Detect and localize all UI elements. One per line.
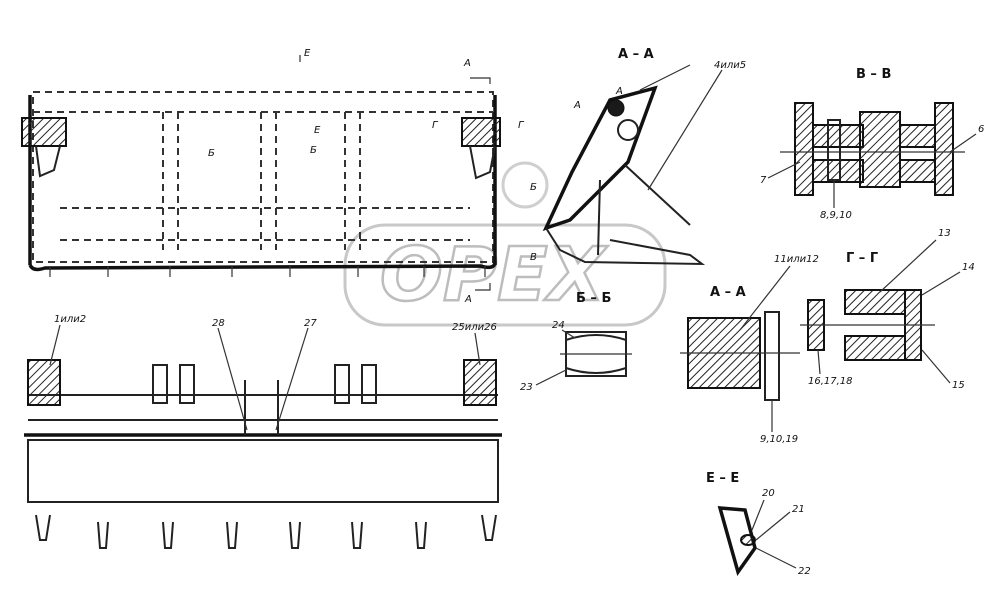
- callout-1or2: 1или2: [54, 314, 86, 325]
- callout-22: 22: [798, 566, 811, 577]
- callout-14: 14: [962, 262, 975, 273]
- callout-23: 23: [520, 382, 533, 393]
- section-aa-main: А – А 4или5 А А Б В: [530, 47, 746, 266]
- marker-b-mid: Б: [310, 145, 317, 156]
- section-bb: Б – Б 24 23: [520, 291, 632, 393]
- callout-24: 24: [552, 320, 565, 331]
- section-gg: Г – Г 13 14 15 16,17,18: [800, 228, 975, 391]
- section-aa-small-title: А – А: [710, 285, 746, 300]
- watermark: OPEX: [343, 161, 667, 327]
- section-vv: В – В 7 6 8,9,10: [760, 67, 984, 221]
- section-ee: Е – Е 20 21 22: [706, 471, 811, 577]
- section-aa-main-title: А – А: [618, 47, 654, 62]
- marker-a-bottom: А: [464, 294, 472, 305]
- callout-27: 27: [304, 318, 317, 329]
- callout-16-17-18: 16,17,18: [808, 376, 853, 387]
- section-aa-small: А – А 11или12 9,10,19: [680, 254, 819, 445]
- section-ee-title: Е – Е: [706, 471, 739, 486]
- callout-4or5: 4или5: [714, 60, 746, 71]
- section-vv-title: В – В: [856, 67, 891, 82]
- callout-15: 15: [952, 380, 965, 391]
- callout-7: 7: [760, 175, 767, 186]
- callout-9-10-19: 9,10,19: [760, 434, 798, 445]
- callout-13: 13: [938, 228, 951, 239]
- marker-v-detail: В: [530, 252, 537, 263]
- callout-25or26: 25или26: [452, 322, 497, 333]
- callout-20: 20: [762, 488, 775, 499]
- marker-g-left: Г: [432, 120, 439, 131]
- marker-b-detail: Б: [530, 182, 537, 193]
- section-gg-title: Г – Г: [846, 251, 878, 266]
- marker-a-detail1: А: [573, 100, 581, 111]
- marker-a-top: А: [463, 58, 471, 69]
- marker-b-left: Б: [208, 148, 215, 159]
- marker-a-detail2: А: [615, 86, 623, 97]
- marker-e-top: Е: [304, 48, 311, 59]
- callout-21: 21: [792, 504, 805, 515]
- bucket-front-view: Е А А Г Г Б Б Е: [21, 48, 525, 305]
- left-lug: [21, 117, 67, 147]
- marker-g-right: Г: [518, 120, 525, 131]
- marker-e-mid: Е: [314, 125, 321, 136]
- callout-11or12: 11или12: [774, 254, 819, 265]
- section-bb-title: Б – Б: [576, 291, 611, 306]
- bucket-plan-view: 1или2 28 27 25или26: [24, 314, 502, 549]
- callout-28: 28: [212, 318, 225, 329]
- callout-6: 6: [978, 124, 984, 135]
- callout-8-9-10: 8,9,10: [820, 210, 852, 221]
- right-lug: [461, 117, 501, 147]
